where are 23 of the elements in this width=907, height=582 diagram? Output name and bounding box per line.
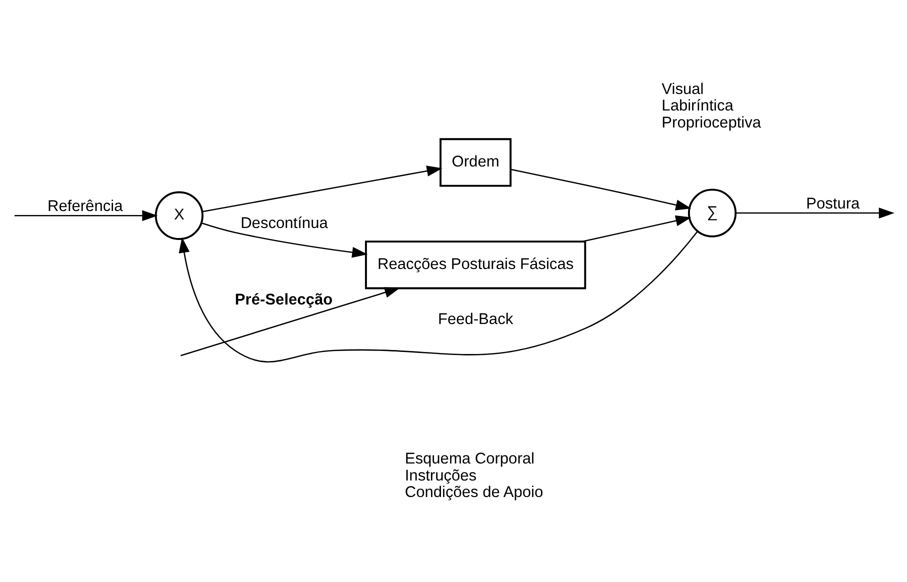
arrow — [510, 168, 692, 210]
arrow — [582, 214, 692, 242]
node-box: Reacções Posturais Fásicas — [364, 240, 586, 289]
arrow — [202, 165, 442, 212]
node-circle: X — [154, 190, 204, 240]
edge-label: Pré-Selecção — [234, 291, 333, 308]
label: Esquema Corporal — [404, 450, 534, 467]
label: Instruções — [404, 466, 477, 484]
edge-label: Referência — [48, 198, 123, 215]
label: Condições de Apoio — [404, 484, 544, 501]
arrow — [14, 210, 158, 221]
edge-label: Feed-Back — [438, 310, 514, 328]
edge-label: Descontínua — [240, 214, 328, 232]
label: Visual — [662, 80, 704, 98]
arrow — [736, 207, 894, 218]
arrow — [180, 286, 400, 356]
arrow — [201, 222, 368, 258]
label: Labiríntica — [662, 97, 734, 114]
label: Proprioceptiva — [662, 114, 762, 132]
node-circle: ∑ — [688, 188, 737, 237]
edge-label: Postura — [806, 195, 860, 212]
arrow — [178, 230, 698, 362]
node-box: Ordem — [440, 138, 512, 186]
